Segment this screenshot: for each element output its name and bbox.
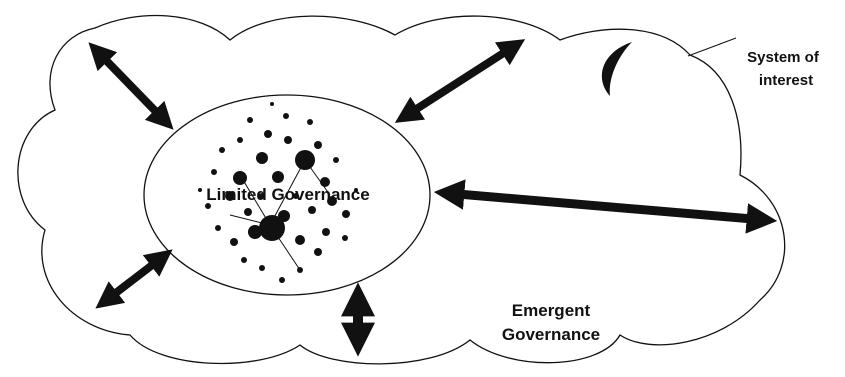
system-label-line2: interest [759, 72, 813, 89]
system-cloud-outline [17, 14, 786, 365]
arrow-bottom-left [95, 249, 173, 309]
center-label: Limited Governance [206, 185, 369, 204]
emergent-label-line2: Governance [502, 325, 600, 344]
network-node [230, 238, 238, 246]
interaction-arrows [88, 39, 778, 357]
network-node [198, 188, 202, 192]
network-node [211, 169, 217, 175]
network-node [293, 193, 299, 199]
network-node [244, 208, 252, 216]
network-node [279, 277, 285, 283]
network-node [205, 203, 211, 209]
network-node [241, 257, 247, 263]
system-leader-line [687, 37, 737, 57]
network-node [233, 171, 247, 185]
network-node [219, 147, 225, 153]
network-node [354, 188, 358, 192]
network-node [278, 210, 290, 222]
network-node [295, 150, 315, 170]
network-node [248, 225, 262, 239]
network-node [256, 152, 268, 164]
arrow-top-left [88, 42, 174, 130]
network-node [270, 102, 274, 106]
network-node [272, 171, 284, 183]
network-node [327, 196, 337, 206]
emergent-label-line1: Emergent [512, 301, 591, 320]
limited-governance-ellipse [143, 94, 431, 296]
network-node [333, 157, 339, 163]
network-node [259, 265, 265, 271]
network-node [264, 130, 272, 138]
network-node [247, 117, 253, 123]
arrow-right [433, 179, 778, 234]
network-node [225, 191, 235, 201]
network-node [283, 113, 289, 119]
network-node [215, 225, 221, 231]
network-node [342, 235, 348, 241]
network-node [320, 177, 330, 187]
network-node [297, 267, 303, 273]
arrow-top-right [394, 39, 526, 123]
network-node [342, 210, 350, 218]
network-node [322, 228, 330, 236]
network-node [259, 193, 265, 199]
network-node [307, 119, 313, 125]
crescent-icon [601, 42, 632, 96]
network-node [308, 206, 316, 214]
network-node [284, 136, 292, 144]
network-node [314, 141, 322, 149]
network-node [259, 215, 285, 241]
system-label-line1: System of [747, 49, 820, 66]
network-dots [198, 102, 358, 283]
network-node [237, 137, 243, 143]
network-node [295, 235, 305, 245]
network-node [314, 248, 322, 256]
